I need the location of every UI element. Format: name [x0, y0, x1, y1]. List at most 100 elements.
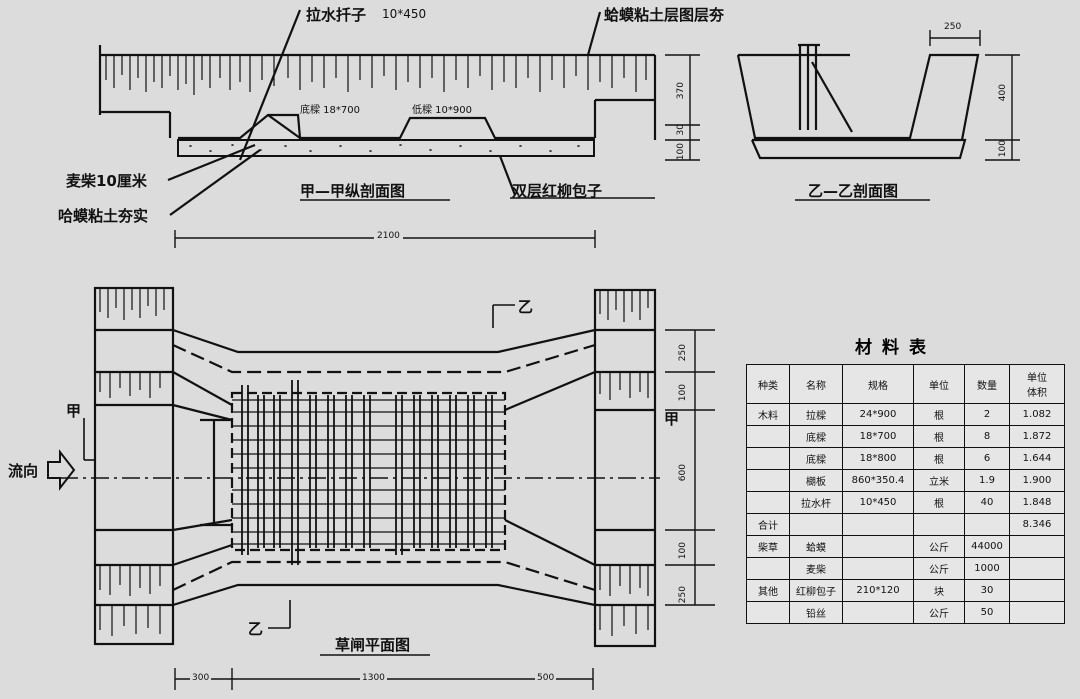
table-cell: 块: [913, 579, 965, 602]
table-cell: 根: [913, 491, 965, 514]
table-cell: 210*120: [842, 579, 914, 602]
cross-section: [736, 30, 1020, 201]
table-cell: 24*900: [842, 403, 914, 426]
plan-cross-rods: [232, 399, 505, 545]
table-cell: 底樑: [789, 447, 843, 470]
table-cell: [1009, 579, 1065, 602]
table-cell: 合计: [746, 513, 790, 536]
table-cell: 根: [913, 403, 965, 426]
dim-250-plan-top: 250: [678, 344, 688, 362]
section-mark-jia-left: 甲: [66, 402, 82, 420]
table-cell: 公斤: [913, 601, 965, 624]
table-cell: 根: [913, 447, 965, 470]
flow-arrow-icon: [47, 449, 76, 491]
table-cell: 其他: [746, 579, 790, 602]
table-cell: 40: [964, 491, 1010, 514]
table-cell: 1.644: [1009, 447, 1065, 470]
clay-layers-label: 蛤蟆粘土层图层夯: [604, 6, 725, 24]
table-cell: [746, 601, 790, 624]
table-cell: [842, 601, 914, 624]
table-header-cell: 数量: [964, 364, 1010, 404]
dim-300: 300: [190, 673, 212, 683]
table-cell: [913, 513, 965, 536]
table-cell: 立米: [913, 469, 965, 492]
table-cell: 拉樑: [789, 403, 843, 426]
table-cell: [746, 491, 790, 514]
table-cell: 根: [913, 425, 965, 448]
table-cell: 公斤: [913, 535, 965, 558]
table-cell: [746, 557, 790, 580]
dim-400-cross: 400: [998, 84, 1008, 102]
table-header-cell: 规格: [842, 364, 914, 404]
table-cell: [1009, 557, 1065, 580]
section-mark-yi-bottom: 乙: [248, 620, 264, 638]
table-cell: 44000: [964, 535, 1010, 558]
table-cell: 1000: [964, 557, 1010, 580]
dim-500: 500: [535, 673, 557, 683]
table-cell: 860*350.4: [842, 469, 914, 492]
table-cell: 樃板: [789, 469, 843, 492]
table-cell: 8.346: [1009, 513, 1065, 536]
table-cell: [1009, 535, 1065, 558]
table-header-cell: 种类: [746, 364, 790, 404]
dim-250-plan-bottom: 250: [678, 586, 688, 604]
table-header-cell: 单位: [913, 364, 965, 404]
material-table-title: 材料表: [855, 338, 936, 358]
table-cell: [842, 535, 914, 558]
table-cell: 1.082: [1009, 403, 1065, 426]
soil-hatching-plan: [99, 288, 649, 636]
table-cell: 木料: [746, 403, 790, 426]
dim-100-cross: 100: [998, 140, 1008, 158]
table-cell: [789, 513, 843, 536]
table-row: 合计 8.346: [746, 513, 1065, 536]
table-cell: [842, 513, 914, 536]
table-cell: 柴草: [746, 535, 790, 558]
table-cell: 1.848: [1009, 491, 1065, 514]
plan-title: 草闸平面图: [335, 636, 411, 654]
table-cell: 18*700: [842, 425, 914, 448]
longitudinal-section-title: 甲—甲纵剖面图: [300, 182, 406, 200]
table-cell: 1.900: [1009, 469, 1065, 492]
dim-1300: 1300: [360, 673, 387, 683]
bottom-beam-label: 底樑 18*700: [300, 105, 360, 116]
table-header-cell: 名称: [789, 364, 843, 404]
tie-rod-label: 拉水扦子: [306, 6, 367, 24]
table-cell: 2: [964, 403, 1010, 426]
table-cell: 18*800: [842, 447, 914, 470]
table-cell: 麦柴: [789, 557, 843, 580]
table-cell: [842, 557, 914, 580]
dim-370: 370: [676, 82, 686, 100]
straw-layer-dots: [189, 144, 580, 152]
table-cell: 底樑: [789, 425, 843, 448]
section-mark-yi-top: 乙: [518, 298, 534, 316]
longitudinal-section: [98, 9, 700, 248]
dim-600-plan: 600: [678, 464, 688, 482]
plan-view: [47, 286, 715, 690]
table-cell: 30: [964, 579, 1010, 602]
table-cell: 蛤蟆: [789, 535, 843, 558]
table-cell: 6: [964, 447, 1010, 470]
dim-250-cross: 250: [944, 22, 962, 32]
table-cell: [964, 513, 1010, 536]
table-cell: [1009, 601, 1065, 624]
table-cell: 10*450: [842, 491, 914, 514]
table-cell: 8: [964, 425, 1010, 448]
low-beam-label: 低樑 10*900: [412, 105, 472, 116]
plan-beams: [241, 380, 493, 565]
section-mark-jia-right: 甲: [664, 410, 680, 428]
willow-bundle-label: 双层红柳包子: [512, 182, 603, 200]
cross-section-title: 乙—乙剖面图: [808, 182, 899, 200]
table-cell: [746, 425, 790, 448]
dim-100-plan-bottom: 100: [678, 542, 688, 560]
dim-30: 30: [676, 124, 686, 136]
